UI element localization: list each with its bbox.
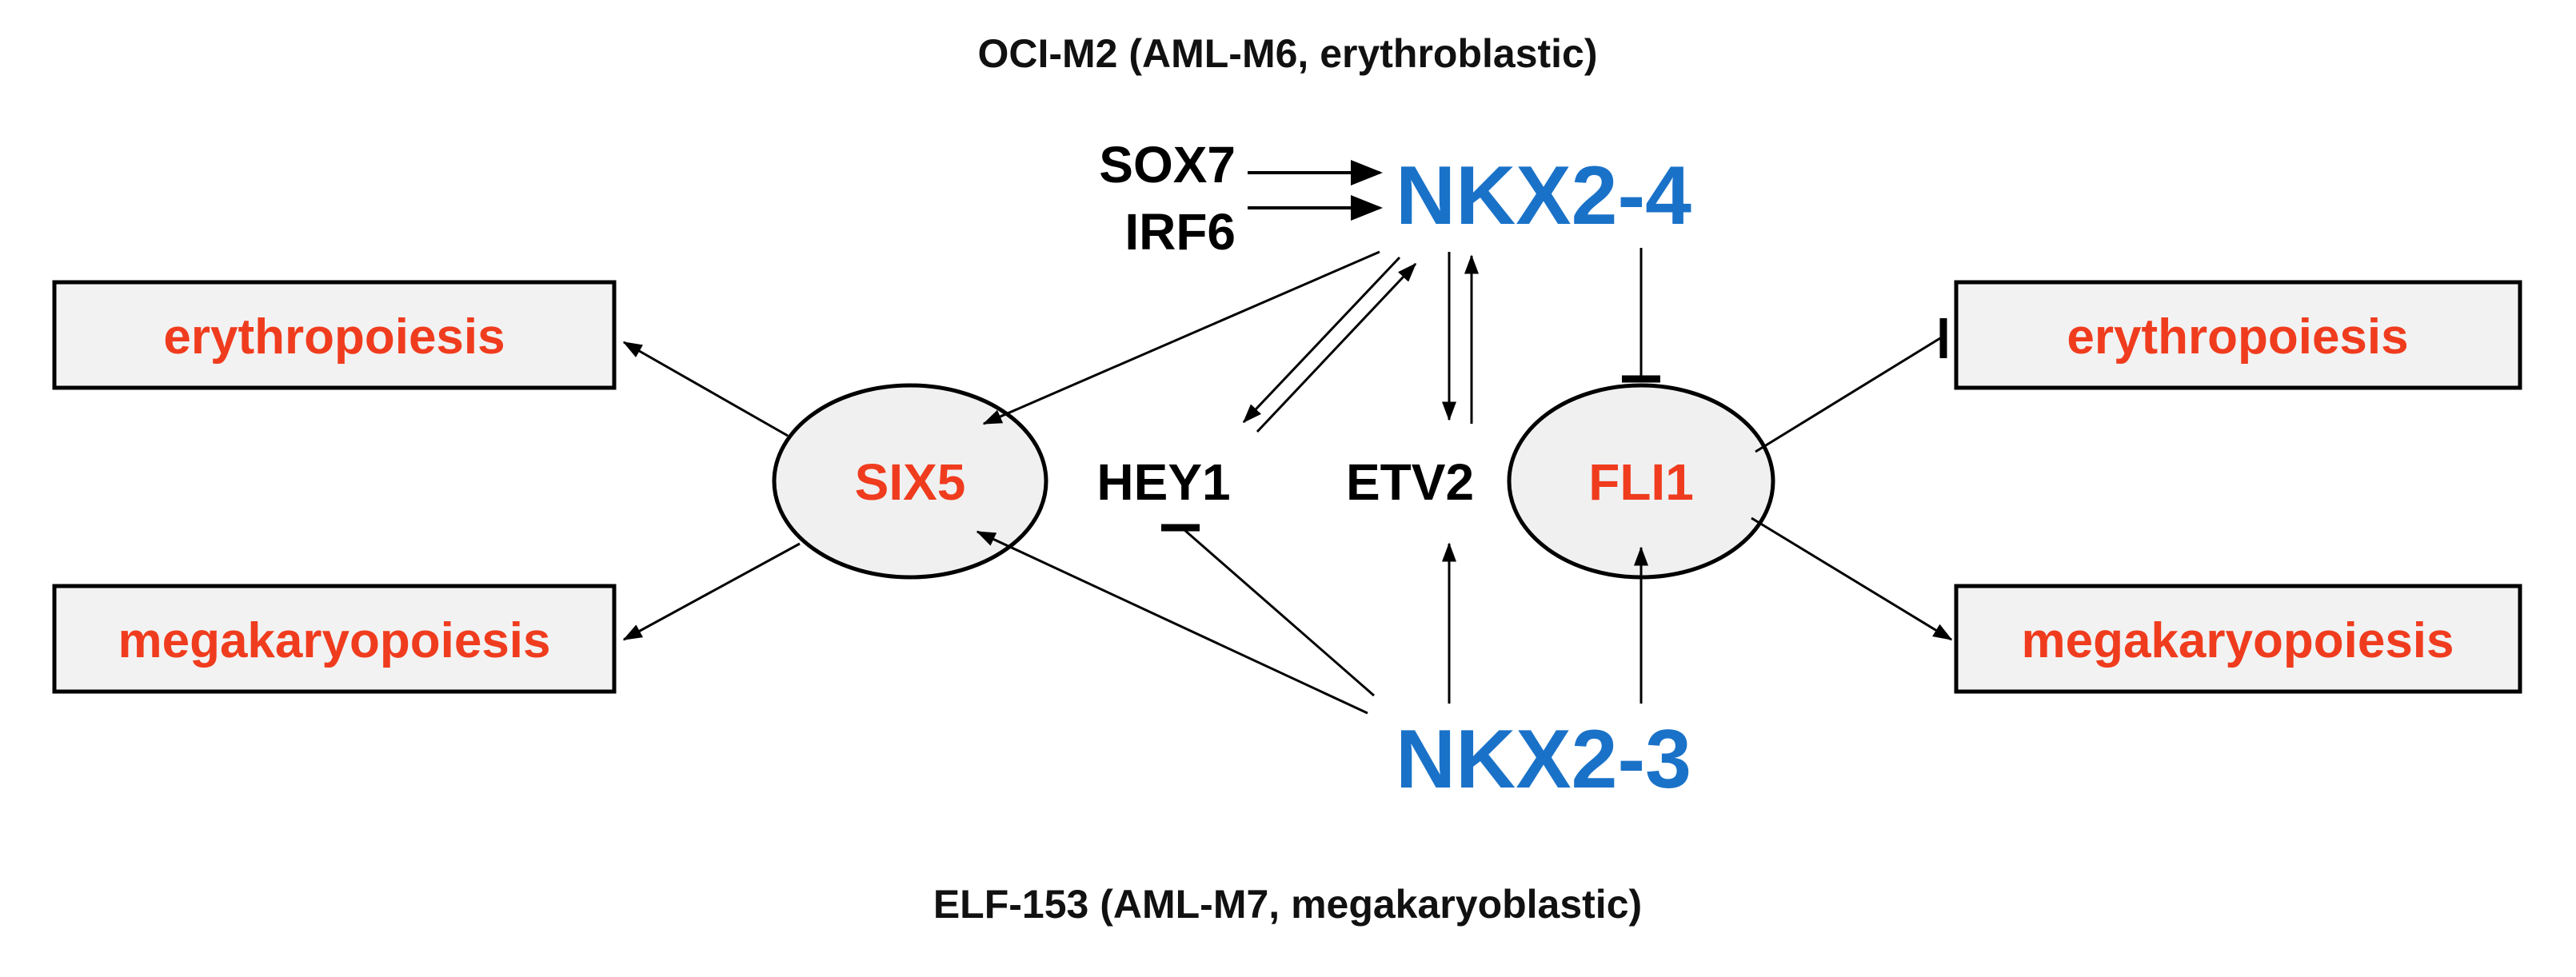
irf6-label: IRF6 — [1124, 203, 1236, 261]
etv2-label: ETV2 — [1346, 453, 1474, 511]
edge-fli1-right-erythro-inhibit — [1755, 337, 1941, 453]
edge-fli1-right-mega — [1751, 516, 1953, 641]
top-caption: OCI-M2 (AML-M6, erythroblastic) — [977, 31, 1597, 76]
edge-nkx2-3-six5 — [976, 530, 1368, 715]
left-erythropoiesis-label: erythropoiesis — [163, 309, 505, 365]
edge-nkx2-3-hey1-inhibit — [1183, 528, 1375, 697]
edge-six5-left-mega — [622, 542, 801, 641]
right-megakaryopoiesis-box — [1954, 584, 2522, 694]
left-megakaryopoiesis-box — [52, 584, 617, 694]
right-erythropoiesis-box — [1954, 280, 2522, 390]
sox7-label: SOX7 — [1099, 136, 1236, 193]
six5-label: SIX5 — [855, 453, 966, 511]
edge-hey1-nkx2-4 — [1256, 262, 1417, 433]
bottom-caption: ELF-153 (AML-M7, megakaryoblastic) — [933, 882, 1642, 927]
right-erythropoiesis-label: erythropoiesis — [2067, 309, 2408, 365]
nkx2-4-label: NKX2-4 — [1396, 150, 1691, 242]
left-megakaryopoiesis-label: megakaryopoiesis — [118, 613, 550, 668]
hey1-label: HEY1 — [1096, 453, 1230, 511]
nkx2-3-label: NKX2-3 — [1396, 713, 1691, 806]
edge-nkx2-4-six5 — [982, 250, 1380, 425]
edge-six5-left-erythro — [622, 341, 789, 437]
right-megakaryopoiesis-label: megakaryopoiesis — [2021, 613, 2454, 668]
edge-nkx2-4-hey1 — [1242, 256, 1401, 424]
fli1-label: FLI1 — [1588, 453, 1694, 511]
six5-ellipse — [772, 383, 1048, 580]
left-erythropoiesis-box — [52, 280, 617, 390]
